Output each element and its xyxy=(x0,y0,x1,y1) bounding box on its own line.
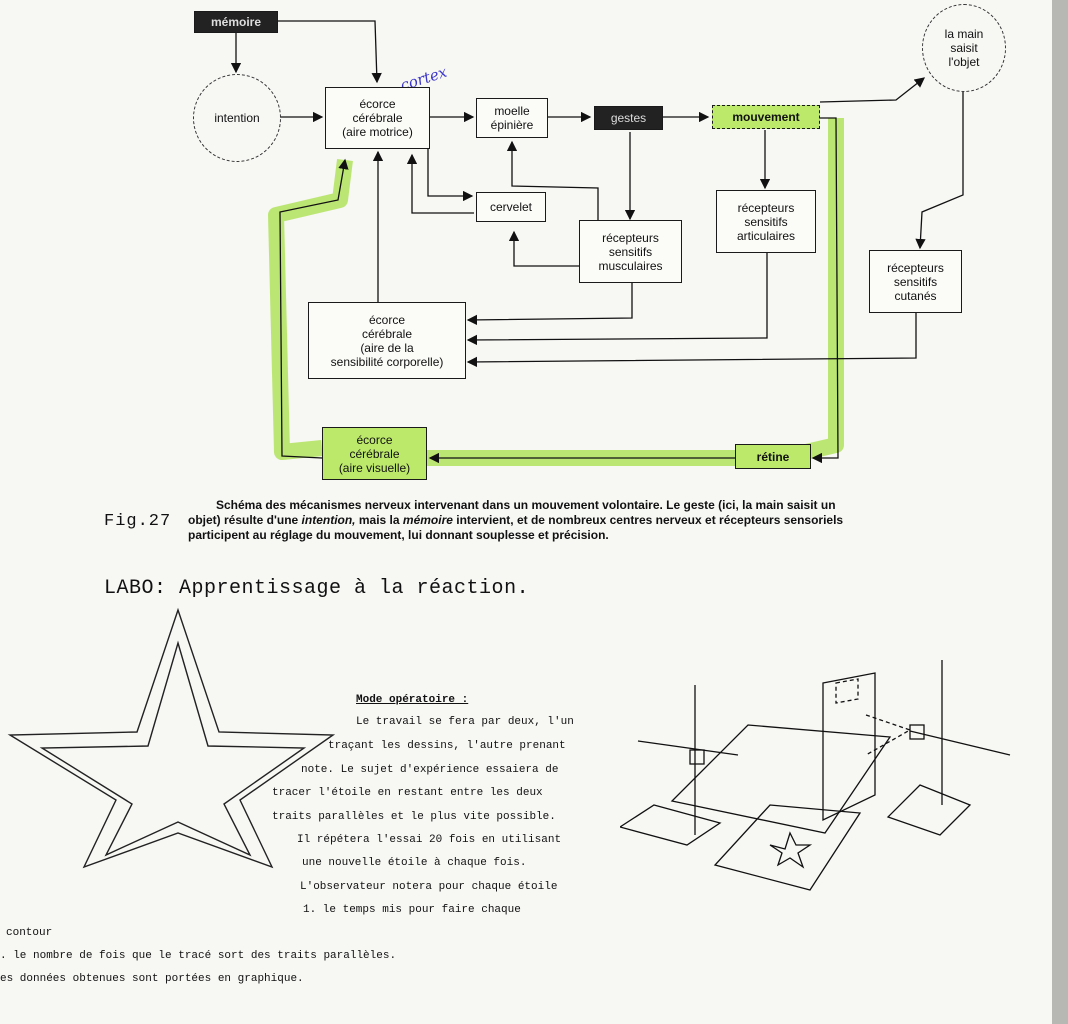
ecorce-motrice-box: écorce cérébrale (aire motrice) xyxy=(325,87,430,149)
cervelet-label: cervelet xyxy=(489,200,533,214)
intention-label: intention xyxy=(214,111,260,125)
moelle-line-1: moelle xyxy=(494,104,530,118)
mirror-board xyxy=(822,672,876,822)
ecorce-motrice-line-2: cérébrale xyxy=(352,111,403,125)
gestes-box: gestes xyxy=(594,106,663,130)
visuelle-line-1: écorce xyxy=(356,432,393,447)
mode-line-10: contour xyxy=(6,927,53,939)
caption-2c: mais la xyxy=(355,513,403,527)
recepteurs-musculaires-box: récepteurs sensitifs musculaires xyxy=(579,220,682,283)
figure-caption: Schéma des mécanismes nerveux intervenan… xyxy=(188,498,1018,543)
cutanes-line-3: cutanés xyxy=(894,288,937,303)
mode-line-6: Il répétera l'essai 20 fois en utilisant xyxy=(297,834,562,846)
intention-circle: intention xyxy=(193,74,281,162)
right-base-plate xyxy=(886,784,972,836)
visuelle-line-3: (aire visuelle) xyxy=(338,460,411,475)
caption-2a: objet) résulte d'une xyxy=(188,513,302,527)
right-horizontal-rod xyxy=(909,730,1011,756)
la-main-line-1: la main xyxy=(944,27,984,41)
la-main-line-2: saisit xyxy=(950,41,978,55)
caption-line-1: Schéma des mécanismes nerveux intervenan… xyxy=(216,498,836,512)
ecorce-motrice-line-1: écorce xyxy=(359,97,396,111)
page-scan-edge xyxy=(1052,0,1068,1024)
mode-line-8: L'observateur notera pour chaque étoile xyxy=(300,881,558,893)
sensibilite-line-1: écorce xyxy=(368,312,406,327)
star-outer-outline xyxy=(7,607,336,869)
gestes-label: gestes xyxy=(610,111,647,125)
recepteurs-articulaires-box: récepteurs sensitifs articulaires xyxy=(716,190,816,253)
mouvement-box: mouvement xyxy=(712,105,820,129)
mode-line-3: note. Le sujet d'expérience essaiera de xyxy=(301,764,559,776)
sensibilite-line-3: (aire de la xyxy=(360,340,414,355)
mode-line-4: tracer l'étoile en restant entre les deu… xyxy=(272,787,543,799)
star-drawing xyxy=(7,607,336,869)
mode-line-11: . le nombre de fois que le tracé sort de… xyxy=(0,950,397,962)
la-main-line-3: l'objet xyxy=(948,55,980,69)
caption-2e: intervient, et de nombreux centres nerve… xyxy=(452,513,844,527)
musculaires-line-2: sensitifs xyxy=(608,244,653,259)
memoire-label: mémoire xyxy=(210,15,262,29)
apparatus-drawing xyxy=(620,660,1011,891)
figure-label: Fig.27 xyxy=(104,512,172,531)
green-highlight-loop xyxy=(268,118,844,466)
caption-line-3: participent au réglage du mouvement, lui… xyxy=(188,528,609,542)
mouvement-label: mouvement xyxy=(732,110,800,124)
retine-box: rétine xyxy=(735,444,811,469)
musculaires-line-3: musculaires xyxy=(598,258,663,273)
caption-line-2: objet) résulte d'une intention, mais la … xyxy=(188,513,1018,528)
writing-plate xyxy=(670,724,892,834)
moelle-box: moelle épinière xyxy=(476,98,548,138)
articulaires-line-2: sensitifs xyxy=(744,214,788,229)
small-star xyxy=(769,831,813,869)
musculaires-line-1: récepteurs xyxy=(602,230,659,245)
mode-line-2: traçant les dessins, l'autre prenant xyxy=(328,740,566,752)
left-horizontal-rod xyxy=(637,740,739,756)
memoire-box: mémoire xyxy=(194,11,278,33)
sensibilite-line-2: cérébrale xyxy=(361,326,413,341)
mode-title: Mode opératoire : xyxy=(356,694,469,706)
caption-2d: mémoire xyxy=(402,513,453,527)
la-main-circle: la main saisit l'objet xyxy=(922,4,1006,92)
star-sheet xyxy=(713,804,862,891)
moelle-line-2: épinière xyxy=(490,118,534,132)
ecorce-sensibilite-box: écorce cérébrale (aire de la sensibilité… xyxy=(308,302,466,379)
mode-line-5: traits parallèles et le plus vite possib… xyxy=(272,811,556,823)
caption-2b: intention, xyxy=(301,513,356,527)
cervelet-box: cervelet xyxy=(476,192,546,222)
articulaires-line-1: récepteurs xyxy=(737,200,795,215)
mode-line-9: 1. le temps mis pour faire chaque xyxy=(303,904,521,916)
sensibilite-line-4: sensibilité corporelle) xyxy=(330,354,444,369)
articulaires-line-3: articulaires xyxy=(736,228,796,243)
mode-line-1: Le travail se fera par deux, l'un xyxy=(356,716,574,728)
cutanes-line-1: récepteurs xyxy=(887,260,944,275)
left-base-plate xyxy=(620,804,722,846)
retine-label: rétine xyxy=(756,449,790,464)
ecorce-motrice-line-3: (aire motrice) xyxy=(342,125,413,139)
ecorce-visuelle-box: écorce cérébrale (aire visuelle) xyxy=(322,427,427,480)
visuelle-line-2: cérébrale xyxy=(349,446,400,461)
mode-line-12: es données obtenues sont portées en grap… xyxy=(0,973,304,985)
cutanes-line-2: sensitifs xyxy=(893,274,938,289)
labo-title: LABO: Apprentissage à la réaction. xyxy=(104,577,530,600)
recepteurs-cutanes-box: récepteurs sensitifs cutanés xyxy=(869,250,962,313)
mode-line-7: une nouvelle étoile à chaque fois. xyxy=(302,857,527,869)
star-inner-outline xyxy=(39,640,307,857)
